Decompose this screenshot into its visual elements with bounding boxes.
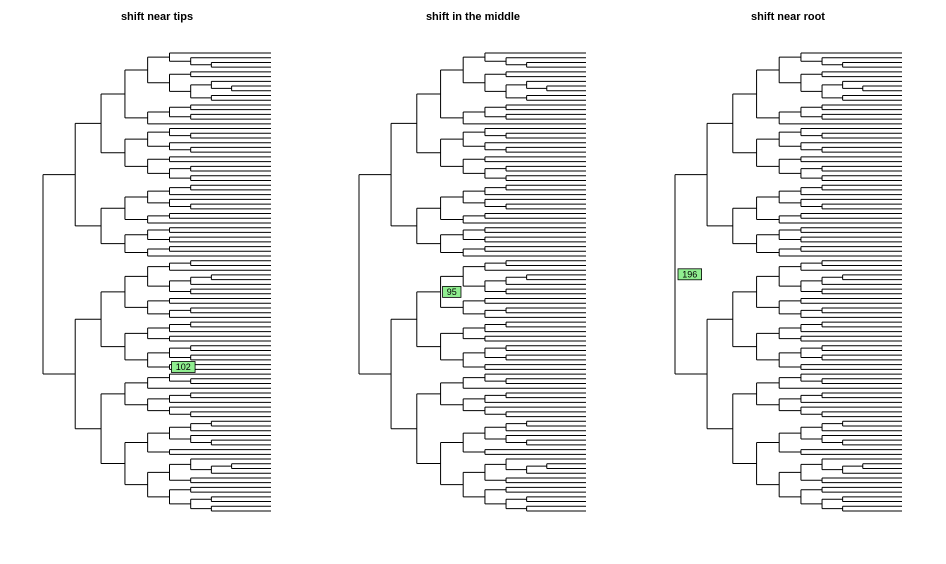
node-label-box (442, 285, 462, 298)
node-label-text: 102 (176, 362, 191, 372)
panel-title-middle: shift in the middle (425, 11, 521, 23)
node-label-text: 196 (682, 270, 697, 280)
node-label-text: 95 (447, 287, 457, 297)
panel-title-root: shift near root (751, 11, 825, 23)
panel-title-tips: shift near tips (120, 11, 194, 23)
tree-panel-1: 102 (42, 52, 271, 512)
node-label-box (677, 268, 703, 281)
node-label-box (171, 361, 196, 373)
tree-panel-2: 95 (358, 52, 586, 512)
tree-panel-3: 196 (674, 52, 902, 512)
